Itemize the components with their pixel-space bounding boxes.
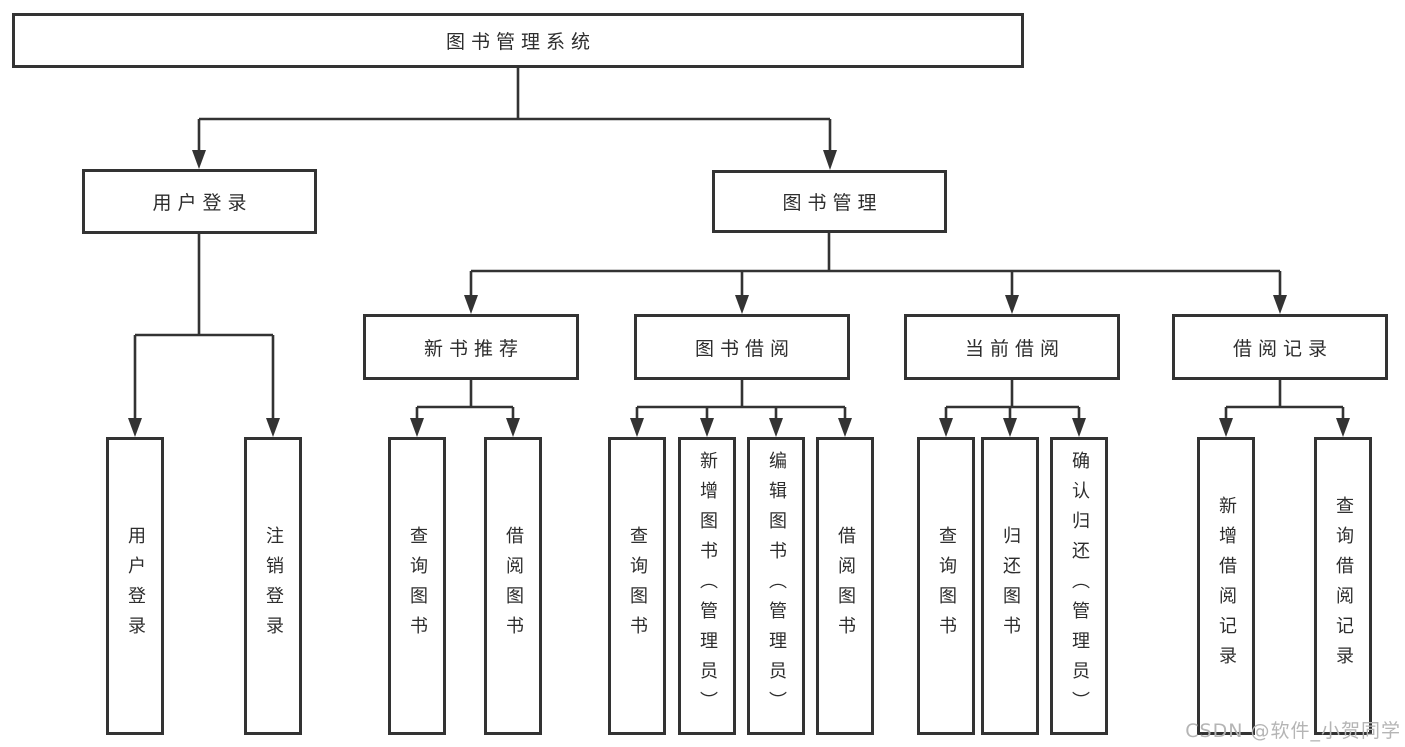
leaf-query-book-recommend: 查询图书 [388,437,446,735]
arrow-to-leaf-edit-book [769,418,783,437]
arrow-to-current-borrow [1005,295,1019,314]
arrow-to-leaf-add-record [1219,418,1233,437]
leaf-user-login: 用户登录 [106,437,164,735]
node-borrow-record: 借阅记录 [1172,314,1388,380]
arrow-to-leaf-query-book-3 [939,418,953,437]
leaf-add-borrow-record: 新增借阅记录 [1197,437,1255,735]
csdn-watermark: CSDN @软件_小贺同学 [1185,720,1401,742]
arrow-to-leaf-borrow-book-1 [506,418,520,437]
arrow-to-leaf-borrow-book-2 [838,418,852,437]
node-book-management: 图书管理 [712,170,947,233]
leaf-logout-login: 注销登录 [244,437,302,735]
node-root: 图书管理系统 [12,13,1024,68]
arrow-to-leaf-return-book [1003,418,1017,437]
leaf-borrow-book: 借阅图书 [816,437,874,735]
leaf-confirm-return-admin: 确认归还（管理员） [1050,437,1108,735]
arrow-to-leaf-query-book-2 [630,418,644,437]
arrow-to-user-login [192,150,206,169]
leaf-query-book-borrow: 查询图书 [608,437,666,735]
arrow-to-leaf-query-record [1336,418,1350,437]
arrow-to-new-book-recommend [464,295,478,314]
arrow-to-book-borrow [735,295,749,314]
node-new-book-recommend: 新书推荐 [363,314,579,380]
leaf-add-book-admin: 新增图书（管理员） [678,437,736,735]
arrow-to-leaf-query-book-1 [410,418,424,437]
leaf-query-book-current: 查询图书 [917,437,975,735]
arrow-to-book-management [823,150,837,170]
arrow-to-leaf-confirm-return [1072,418,1086,437]
leaf-edit-book-admin: 编辑图书（管理员） [747,437,805,735]
leaf-query-borrow-record: 查询借阅记录 [1314,437,1372,735]
tree-edges [133,68,1345,420]
arrow-to-leaf-add-book [700,418,714,437]
arrow-to-leaf-logout [266,418,280,437]
node-current-borrow: 当前借阅 [904,314,1120,380]
arrowheads [128,150,1350,437]
leaf-borrow-book-recommend: 借阅图书 [484,437,542,735]
arrow-to-borrow-record [1273,295,1287,314]
node-user-login: 用户登录 [82,169,317,234]
leaf-return-book: 归还图书 [981,437,1039,735]
node-book-borrow: 图书借阅 [634,314,850,380]
arrow-to-leaf-user-login [128,418,142,437]
